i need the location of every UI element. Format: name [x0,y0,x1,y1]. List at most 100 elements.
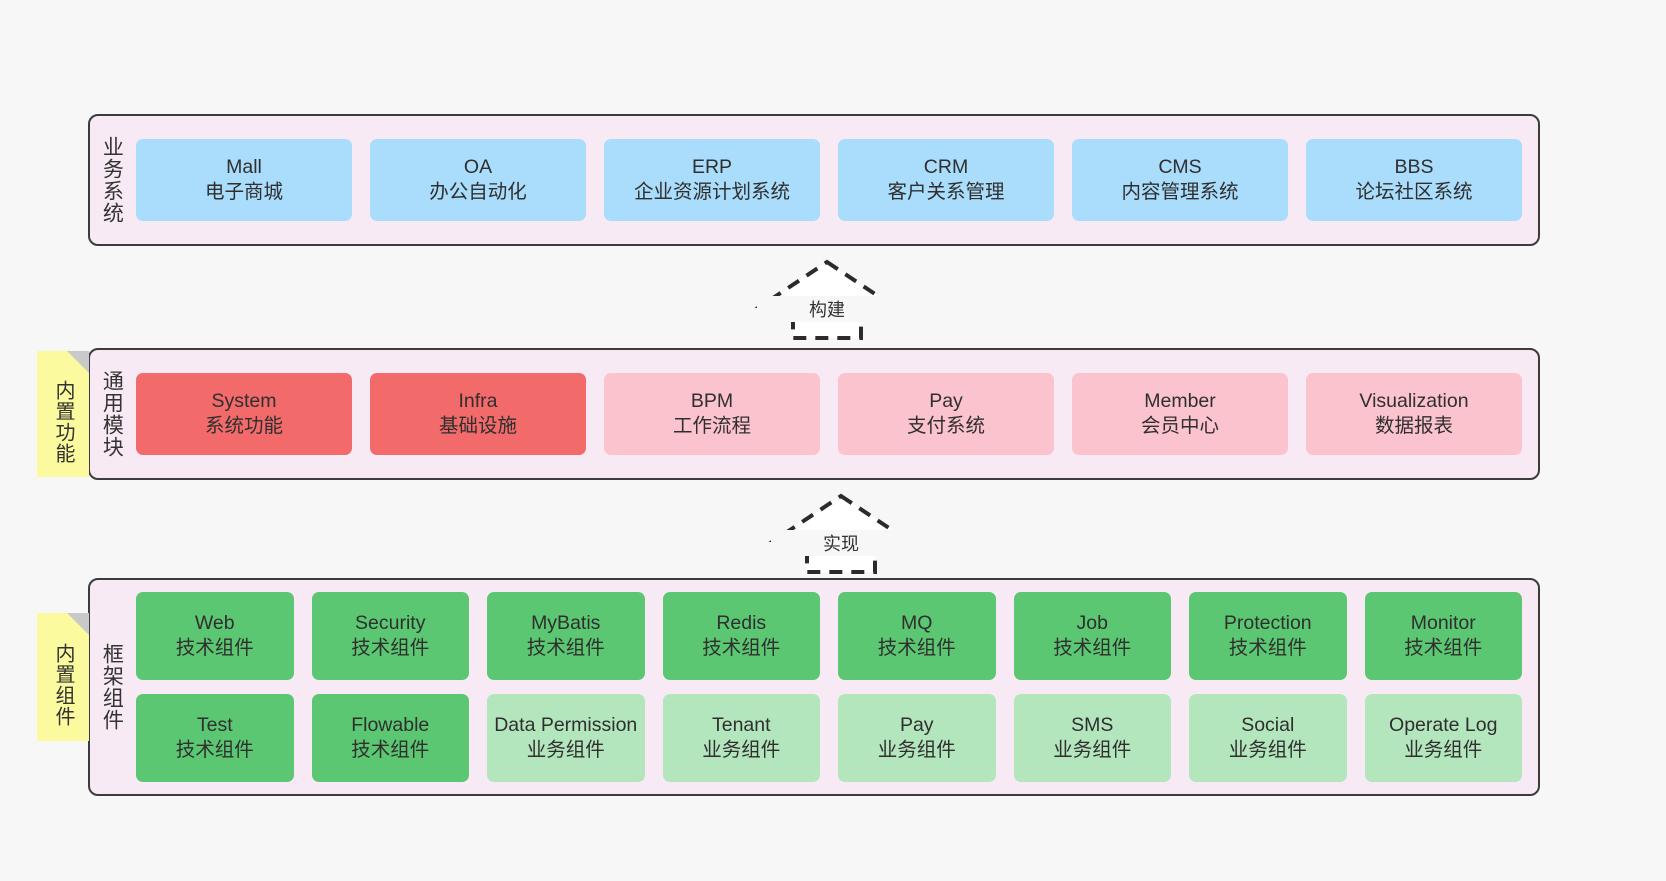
layer-body-common-module: System 系统功能 Infra 基础设施 BPM 工作流程 Pay 支付系统… [132,350,1538,478]
node-operate-log[interactable]: Operate Log 业务组件 [1364,694,1522,782]
node-label-cn: 技术组件 [175,739,254,761]
node-label-en: Member [1144,390,1216,413]
node-label-cn: 内容管理系统 [1121,181,1239,203]
node-label-en: BPM [690,390,734,413]
node-sms[interactable]: SMS 业务组件 [1013,694,1171,782]
node-row: Web 技术组件 Security 技术组件 MyBatis 技术组件 Redi… [136,592,1522,680]
layer-framework-component: 框架组件 Web 技术组件 Security 技术组件 MyBatis 技术组件… [88,578,1540,796]
layer-body-business-system: Mall 电子商城 OA 办公自动化 ERP 企业资源计划系统 CRM 客户关系… [132,116,1538,244]
node-oa[interactable]: OA 办公自动化 [370,139,586,221]
node-label-cn: 技术组件 [526,637,605,659]
node-label-en: Pay [929,390,963,413]
node-label-en: BBS [1394,156,1434,179]
node-row: Test 技术组件 Flowable 技术组件 Data Permission … [136,694,1522,782]
node-data-permission[interactable]: Data Permission 业务组件 [487,694,645,782]
node-label-cn: 技术组件 [351,739,430,761]
node-label-cn: 技术组件 [1053,637,1132,659]
connector-implement-arrow: 实现 [768,492,914,576]
node-label-cn: 业务组件 [1404,739,1483,761]
node-label-en: Visualization [1359,390,1469,413]
node-label-en: System [211,390,277,413]
node-label-cn: 工作流程 [672,415,751,437]
node-label-cn: 技术组件 [877,637,956,659]
node-monitor[interactable]: Monitor 技术组件 [1364,592,1522,680]
node-flowable[interactable]: Flowable 技术组件 [311,694,469,782]
connector-implement-label: 实现 [771,530,911,556]
node-label-en: Security [355,612,426,635]
node-mq[interactable]: MQ 技术组件 [838,592,996,680]
node-label-en: CMS [1158,156,1202,179]
node-label-en: Web [194,612,235,635]
node-label-en: Tenant [711,714,771,737]
node-label-cn: 技术组件 [351,637,430,659]
node-redis[interactable]: Redis 技术组件 [662,592,820,680]
node-label-cn: 系统功能 [204,415,283,437]
node-mybatis[interactable]: MyBatis 技术组件 [487,592,645,680]
layer-title-common-module: 通用模块 [100,370,124,458]
node-label-cn: 会员中心 [1140,415,1219,437]
node-job[interactable]: Job 技术组件 [1013,592,1171,680]
node-social[interactable]: Social 业务组件 [1189,694,1347,782]
connector-build-arrow: 构建 [754,258,900,342]
node-crm[interactable]: CRM 客户关系管理 [838,139,1054,221]
node-label-en: Data Permission [494,714,638,737]
node-label-cn: 技术组件 [702,637,781,659]
node-test[interactable]: Test 技术组件 [136,694,294,782]
node-erp[interactable]: ERP 企业资源计划系统 [604,139,820,221]
node-label-cn: 支付系统 [906,415,985,437]
layer-title-framework-component: 框架组件 [100,643,124,731]
node-label-cn: 业务组件 [526,739,605,761]
layer-business-system: 业务系统 Mall 电子商城 OA 办公自动化 ERP 企业资源计划系统 CRM… [88,114,1540,246]
node-label-en: Pay [899,714,934,737]
node-label-en: Protection [1223,612,1312,635]
node-label-en: Flowable [351,714,430,737]
node-label-en: MQ [901,612,933,635]
node-label-cn: 论坛社区系统 [1355,181,1473,203]
node-label-en: Job [1076,612,1108,635]
node-label-cn: 业务组件 [877,739,956,761]
node-label-en: Infra [458,390,498,413]
node-label-cn: 业务组件 [1053,739,1132,761]
sticky-note-builtin-components: 内置组件 [37,613,89,741]
node-label-en: Mall [226,156,262,179]
node-label-en: Monitor [1410,612,1476,635]
node-bbs[interactable]: BBS 论坛社区系统 [1306,139,1522,221]
node-pay[interactable]: Pay 支付系统 [838,373,1054,455]
node-label-cn: 技术组件 [175,637,254,659]
node-row: Mall 电子商城 OA 办公自动化 ERP 企业资源计划系统 CRM 客户关系… [136,139,1522,221]
node-label-cn: 客户关系管理 [887,181,1005,203]
node-label-cn: 业务组件 [1228,739,1307,761]
node-protection[interactable]: Protection 技术组件 [1189,592,1347,680]
node-tenant[interactable]: Tenant 业务组件 [662,694,820,782]
node-label-en: Operate Log [1389,714,1498,737]
node-label-en: MyBatis [531,612,601,635]
node-security[interactable]: Security 技术组件 [311,592,469,680]
node-visualization[interactable]: Visualization 数据报表 [1306,373,1522,455]
node-bpm[interactable]: BPM 工作流程 [604,373,820,455]
layer-body-framework-component: Web 技术组件 Security 技术组件 MyBatis 技术组件 Redi… [132,580,1538,794]
sticky-fold-corner [67,613,89,635]
node-system[interactable]: System 系统功能 [136,373,352,455]
layer-title-business-system: 业务系统 [100,136,124,224]
node-infra[interactable]: Infra 基础设施 [370,373,586,455]
node-pay-component[interactable]: Pay 业务组件 [838,694,996,782]
sticky-fold-corner [67,351,89,373]
node-label-cn: 企业资源计划系统 [633,181,790,203]
node-mall[interactable]: Mall 电子商城 [136,139,352,221]
node-label-cn: 技术组件 [1404,637,1483,659]
node-label-cn: 数据报表 [1374,415,1453,437]
node-label-cn: 电子商城 [204,181,283,203]
node-label-en: OA [463,156,493,179]
node-label-cn: 业务组件 [702,739,781,761]
node-member[interactable]: Member 会员中心 [1072,373,1288,455]
sticky-note-label: 内置组件 [52,643,74,727]
node-cms[interactable]: CMS 内容管理系统 [1072,139,1288,221]
node-label-cn: 办公自动化 [429,181,527,203]
node-row: System 系统功能 Infra 基础设施 BPM 工作流程 Pay 支付系统… [136,373,1522,455]
node-label-cn: 技术组件 [1228,637,1307,659]
node-web[interactable]: Web 技术组件 [136,592,294,680]
layer-common-module: 通用模块 System 系统功能 Infra 基础设施 BPM 工作流程 Pay… [88,348,1540,480]
node-label-en: Redis [716,612,767,635]
node-label-en: CRM [923,156,969,179]
node-label-cn: 基础设施 [438,415,517,437]
